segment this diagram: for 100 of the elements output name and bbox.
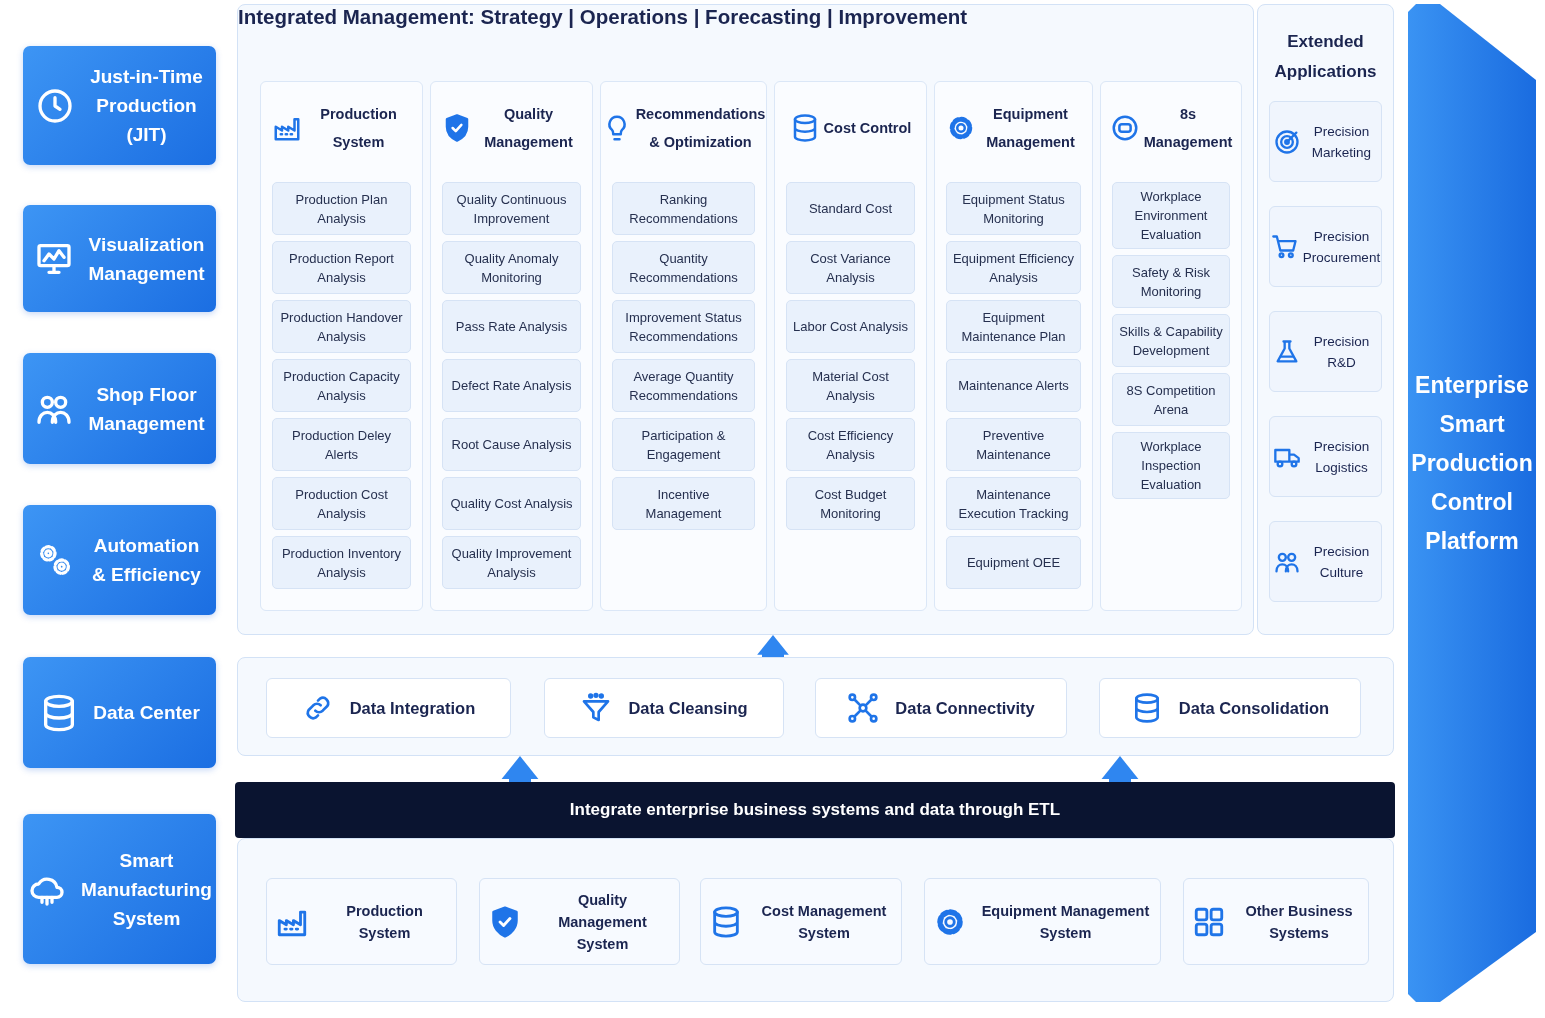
feature-tile [612,300,755,353]
feature-label: Production Plan Analysis [294,190,389,228]
feature-label: 8S Competition Arena [1125,381,1217,419]
module-label: Data Center [93,701,200,725]
feature-tile [1112,373,1230,426]
feature-label: Quality Improvement Analysis [450,544,573,582]
system-label: Quality Management System [557,890,648,954]
module-card [23,46,216,165]
feature-label: Incentive Management [644,485,723,523]
data-service-card [1099,678,1361,738]
system-label: Equipment Management System [980,901,1151,943]
application-tile [1269,416,1382,497]
panel-title: Integrated Management: Strategy | Operations | Forecasting | Improvement [238,5,968,28]
module-card [23,505,216,615]
data-service-card [815,678,1067,738]
feature-tile [946,477,1081,530]
feature-label: Improvement Status Recommendations [624,308,743,346]
feature-tile [272,536,411,589]
module-card [23,814,216,964]
feature-tile [946,182,1081,235]
feature-label: Ranking Recommendations [628,190,739,228]
feature-tile [442,418,581,471]
feature-tile [442,359,581,412]
module-label: Visualization Management [88,232,205,286]
data-service-card [266,678,511,738]
feature-tile [1112,255,1230,308]
source-system-card [479,878,680,965]
source-system-card [924,878,1161,965]
box-panel [237,657,1394,756]
service-label: Data Integration [349,698,476,718]
module-card [23,353,216,464]
category-column [600,81,767,611]
feature-label: Standard Cost [808,200,893,218]
module-label: Automation & Efficiency [91,534,202,587]
source-system-card [1183,878,1369,965]
application-label: Precision Procurement [1302,227,1381,267]
module-label: Smart Manufacturing System [81,848,212,931]
feature-label: Production Cost Analysis [294,485,389,523]
feature-label: Average Quantity Recommendations [628,367,739,405]
feature-tile [946,418,1081,471]
feature-tile [272,359,411,412]
application-label: Precision Culture [1312,542,1371,582]
feature-tile [612,359,755,412]
feature-label: Quality Anomaly Monitoring [463,249,560,287]
feature-label: Quality Continuous Improvement [455,190,568,228]
feature-label: Production Capacity Analysis [282,367,401,405]
feature-tile [946,536,1081,589]
feature-label: Root Cause Analysis [451,436,572,454]
etl-caption: Integrate enterprise business systems and data through ETL [569,800,1061,820]
feature-label: Maintenance Alerts [958,377,1069,395]
feature-tile [442,241,581,294]
feature-label: Skills & Capability Development [1118,322,1224,360]
module-card [23,657,216,768]
feature-label: Material Cost Analysis [811,367,890,405]
application-label: Precision Logistics [1312,437,1371,477]
data-service-card [544,678,784,738]
feature-label: Cost Efficiency Analysis [806,426,895,464]
application-tile [1269,521,1382,602]
application-tile [1269,206,1382,287]
category-column [934,81,1093,611]
platform-banner [1408,4,1536,1002]
feature-label: Quantity Recommendations [628,249,739,287]
box-panel [237,838,1394,1002]
feature-tile [946,359,1081,412]
block-arrow [1101,756,1139,782]
column-heading: Recommendations & Optimization [635,105,766,152]
feature-label: Participation & Engagement [640,426,727,464]
feature-label: Equipment Efficiency Analysis [952,249,1075,287]
feature-tile [786,477,915,530]
feature-tile [1112,314,1230,367]
feature-tile [612,241,755,294]
category-column [430,81,593,611]
feature-label: Workplace Environment Evaluation [1133,188,1209,244]
system-label: Cost Management System [760,901,888,943]
system-label: Other Business Systems [1244,901,1354,943]
feature-label: Quality Cost Analysis [450,495,573,513]
source-system-card [266,878,457,965]
feature-tile [442,182,581,235]
column-heading: Equipment Management [985,105,1076,152]
feature-tile [612,182,755,235]
feature-tile [786,418,915,471]
feature-tile [442,536,581,589]
service-label: Data Connectivity [895,698,1035,718]
feature-label: Defect Rate Analysis [451,377,572,395]
feature-tile [442,477,581,530]
feature-label: Production Deley Alerts [291,426,392,464]
module-card [23,205,216,312]
application-label: Precision R&D [1312,332,1371,372]
feature-tile [442,300,581,353]
feature-label: Labor Cost Analysis [793,318,908,336]
feature-tile [272,241,411,294]
category-column [260,81,423,611]
feature-tile [272,300,411,353]
feature-label: Maintenance Execution Tracking [957,485,1070,523]
feature-label: Equipment OEE [966,554,1061,572]
service-label: Data Cleansing [628,698,748,718]
feature-label: Preventive Maintenance [975,426,1052,464]
block-arrow [501,756,539,782]
feature-label: Pass Rate Analysis [455,318,568,336]
feature-label: Cost Budget Monitoring [813,485,888,523]
